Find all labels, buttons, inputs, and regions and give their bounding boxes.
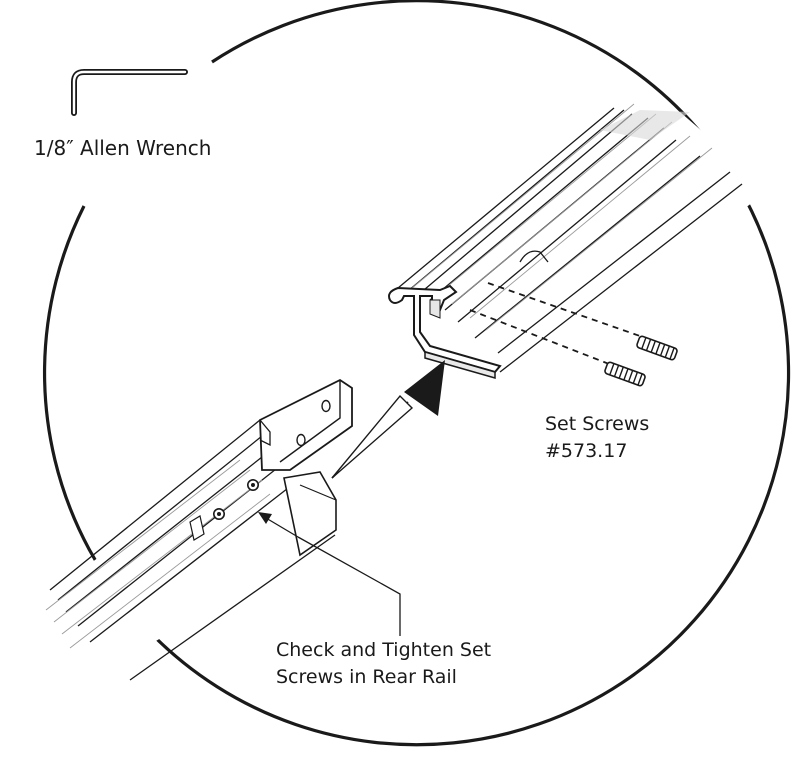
- set-screw-upper: [636, 335, 678, 361]
- rear-rail: [40, 378, 353, 681]
- check-tighten-label-line1: Check and Tighten Set: [276, 639, 492, 661]
- front-rail: [388, 103, 770, 379]
- set-screws-label-line2: #573.17: [545, 440, 628, 462]
- check-tighten-leader: [258, 512, 401, 636]
- check-tighten-label-line2: Screws in Rear Rail: [276, 666, 457, 688]
- insert-arrow-icon: [331, 360, 445, 479]
- allen-wrench-icon: [71, 69, 188, 116]
- detail-circle: [42, 0, 791, 747]
- rear-rail-set-screws: [213, 478, 260, 520]
- allen-wrench-label: 1/8″ Allen Wrench: [34, 136, 212, 160]
- set-screws-label-line1: Set Screws: [545, 413, 650, 435]
- check-tighten-label: Check and Tighten Set Screws in Rear Rai…: [276, 637, 491, 691]
- set-screw-guides: [469, 282, 661, 370]
- set-screw-lower: [604, 361, 646, 387]
- set-screws-label: Set Screws #573.17: [545, 411, 649, 465]
